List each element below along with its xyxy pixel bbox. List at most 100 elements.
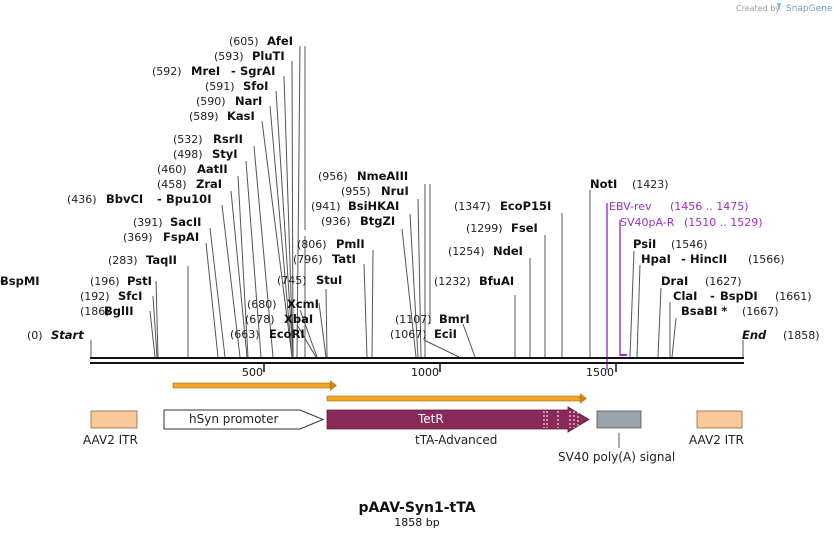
site-position: (1347) [454,200,491,213]
site-noti[interactable]: (1423)NotI [590,177,669,191]
primer-range: (1510 .. 1529) [684,216,763,229]
site-name: End [742,328,767,342]
site-name: PsiI [633,237,656,251]
site-end[interactable]: (1858)End [742,328,820,342]
site-name: SfcI [118,289,142,303]
credit-prefix: Created by [736,4,780,13]
site-ndei[interactable]: (1254)NdeI [448,244,523,258]
site-aatii[interactable]: (460) AatII [157,162,228,176]
site-sfci[interactable]: (192)SfcI [80,289,142,303]
primer-label-sv40pa-r[interactable]: SV40pA-R(1510 .. 1529) [620,216,763,229]
site-bfuai[interactable]: (1232)BfuAI-BspMI [0,274,514,288]
site-position: (663) [230,328,260,341]
primer-labels: EBV-rev(1456 .. 1475) SV40pA-R(1510 .. 15… [609,200,763,229]
site-fspai[interactable]: (369) FspAI [123,230,199,244]
hsyn-promoter-label: hSyn promoter [189,412,278,426]
site-position: (678) [245,313,275,326]
orf-arrow-1[interactable] [172,380,337,391]
site-name: AatII [197,162,228,176]
site-name: PmlI [336,237,365,251]
site-position: (391) [133,216,163,229]
plasmid-title: pAAV-Syn1-tTA [358,500,475,516]
site-position: (458) [157,178,187,191]
site-name: RsrII [213,132,243,146]
site-name: Start [51,328,84,342]
site-name-separator: - [681,252,686,266]
site-bglii[interactable]: (186)BglII [80,304,134,318]
primer-label-ebv-rev[interactable]: EBV-rev(1456 .. 1475) [609,200,749,213]
site-fsei[interactable]: (1299)FseI [466,221,538,235]
site-drai[interactable]: (1627)DraI [661,274,742,288]
site-psti[interactable]: (196)PstI [90,274,152,288]
site-ecop15i[interactable]: (1347)EcoP15I [454,199,551,213]
site-rsrii[interactable]: (532) RsrII [173,132,243,146]
site-ecii[interactable]: (1067)EciI [390,327,457,341]
site-name: ZraI [196,177,222,191]
site-name: NdeI [493,244,523,258]
site-nrui[interactable]: (955)NruI [341,184,409,198]
site-name-separator: - [231,64,236,78]
site-position: (593) [214,50,244,63]
snapgene-logo-icon [777,3,781,11]
primer-name: EBV-rev [609,200,652,213]
tick-label-500: 500 [242,366,263,379]
site-hpai[interactable]: (1566)HpaI-HincII [641,252,785,266]
site-position: (532) [173,133,203,146]
site-position: (589) [189,110,219,123]
site-name: NarI [235,94,262,108]
site-name: StyI [212,147,238,161]
tick-label-1000: 1000 [411,366,439,379]
site-btgzi[interactable]: (936)BtgZI [321,214,395,228]
site-position: (680) [247,298,277,311]
site-position: (369) [123,231,153,244]
site-name-isoschizomer: HincII [690,252,727,266]
site-position: (1232) [434,275,471,288]
site-pluti[interactable]: (593)PluTI [214,49,285,63]
site-name-isoschizomer: BspDI [720,289,758,303]
site-nari[interactable]: (590)NarI [196,94,262,108]
site-styi[interactable]: (498) StyI [173,147,238,161]
site-ecori[interactable]: (663) EcoRI [230,327,305,341]
site-bmri[interactable]: (1107)BmrI [395,312,470,326]
site-name: FspAI [163,230,199,244]
sv40-polya-feature[interactable] [596,410,642,429]
aav2-itr-left-feature[interactable] [90,410,138,429]
site-name-separator: - [710,289,715,303]
site-tati[interactable]: (796)TatI [293,252,356,266]
site-clai[interactable]: (1661)ClaI-BspDI [673,289,812,303]
site-position: (460) [157,163,187,176]
hsyn-promoter-feature[interactable] [163,409,325,430]
site-mrei[interactable]: (592)MreI-SgrAI [152,64,275,78]
site-pmli[interactable]: (806)PmlI [297,237,365,251]
site-kasi[interactable]: (589) KasI [189,109,255,123]
primer-sv40pa-r[interactable] [619,220,627,356]
site-nmeaiii[interactable]: (956)NmeAIII [318,169,408,183]
site-bsabi-[interactable]: (1667)BsaBI * [681,304,779,318]
aav2-itr-right-feature[interactable] [696,410,743,429]
tetr-feature[interactable] [326,406,590,433]
site-xcmi[interactable]: (680) XcmI [247,297,319,311]
site-xbai[interactable]: (678)XbaI [245,312,313,326]
site-psii[interactable]: (1546)PsiI [633,237,708,251]
site-taqii[interactable]: (283)TaqII [108,253,177,267]
site-name: KasI [227,109,255,123]
orf-arrow-2[interactable] [326,393,587,404]
site-stui[interactable]: (745)StuI [277,273,342,287]
site-position: (1661) [775,290,812,303]
ruler-ticks [263,363,617,372]
site-name: EcoRI [269,327,305,341]
site-name: XcmI [287,297,319,311]
site-bbvci[interactable]: (436)BbvCI-Bpu10I [67,192,211,206]
site-position: (283) [108,254,138,267]
site-zrai[interactable]: (458) ZraI [157,177,222,191]
site-name-isoschizomer: Bpu10I [166,192,211,206]
site-sfoi[interactable]: (591)SfoI [205,79,268,93]
site-name: BfuAI [479,274,514,288]
sv40-polya-label: SV40 poly(A) signal [558,450,675,464]
site-bsihkai[interactable]: (941)BsiHKAI [311,199,399,213]
site-sacii[interactable]: (391)SacII [133,215,201,229]
site-afei[interactable]: (605)AfeI [229,34,293,48]
site-position: (498) [173,148,203,161]
site-start[interactable]: (0)Start [27,328,84,342]
site-position: (941) [311,200,341,213]
